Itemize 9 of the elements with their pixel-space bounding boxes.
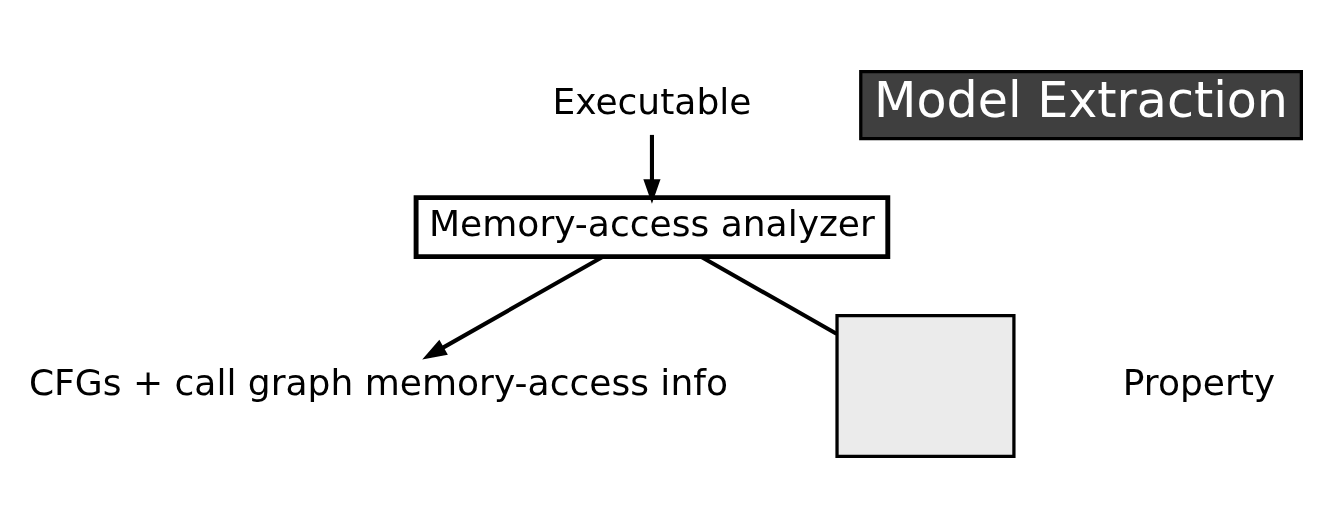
node-text: Executable xyxy=(552,80,752,122)
node-text: CFGs + call graph memory-access info xyxy=(28,361,728,403)
node-text: Property xyxy=(1122,361,1276,403)
arrow xyxy=(643,134,661,204)
node-box: Model Extraction xyxy=(859,69,1303,140)
connector xyxy=(700,254,838,336)
node-box xyxy=(835,313,1016,458)
arrow xyxy=(422,254,604,359)
node-box: Memory-access analyzer xyxy=(413,194,891,259)
